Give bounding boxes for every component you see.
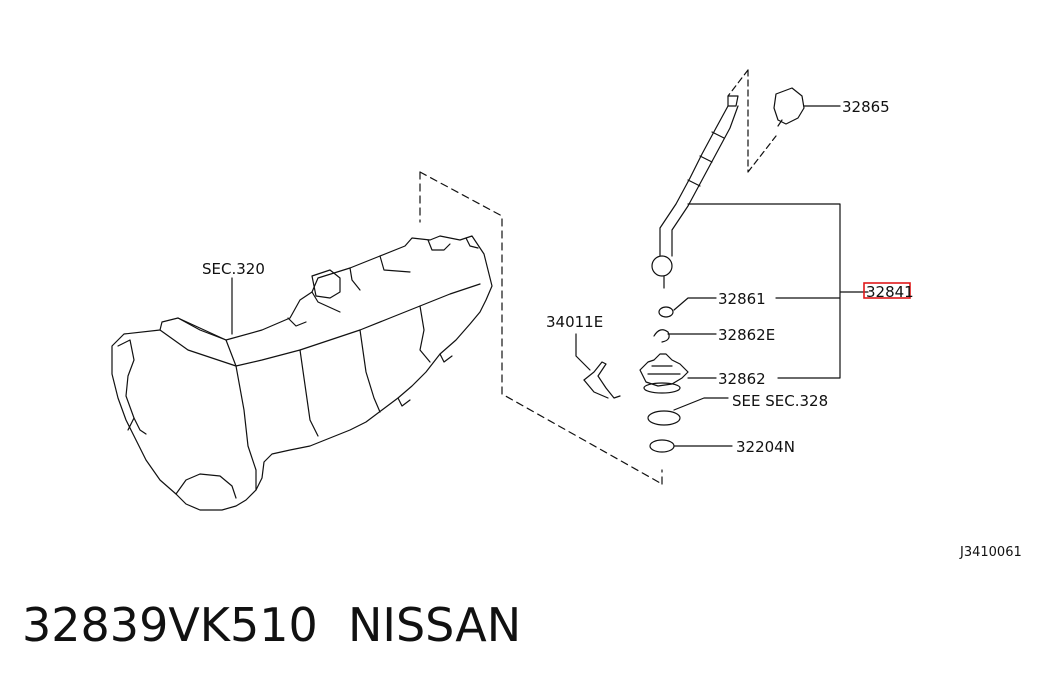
shift-lever-drawing [651,95,739,289]
label-32841[interactable]: 32841 [866,283,914,301]
label-sec320: SEC.320 [202,260,265,278]
label-32861[interactable]: 32861 [718,290,766,308]
brand-name: NISSAN [348,598,522,652]
label-32204N[interactable]: 32204N [736,438,795,456]
shift-knob-drawing [727,69,841,173]
label-32865[interactable]: 32865 [842,98,890,116]
snap-ring-32204N-drawing [649,439,733,453]
label-32862E[interactable]: 32862E [718,326,775,344]
ring-see-sec328-drawing [647,397,729,426]
part-number: 32839VK510 [22,598,318,652]
boot-32862-drawing [639,353,717,394]
transmission-housing-drawing [111,235,493,511]
clip-32862E-drawing [653,329,717,343]
label-34011E: 34011E [546,313,603,331]
label-32862[interactable]: 32862 [718,370,766,388]
diagram-reference-code: J3410061 [959,545,1022,560]
assembly-bracket-line [687,203,869,379]
bushing-32861-drawing [658,297,717,318]
mounting-dashed-outline [419,171,663,485]
highlight-box [863,282,911,299]
harness-34011E-drawing [575,333,621,399]
label-see-sec328: SEE SEC.328 [732,392,828,410]
